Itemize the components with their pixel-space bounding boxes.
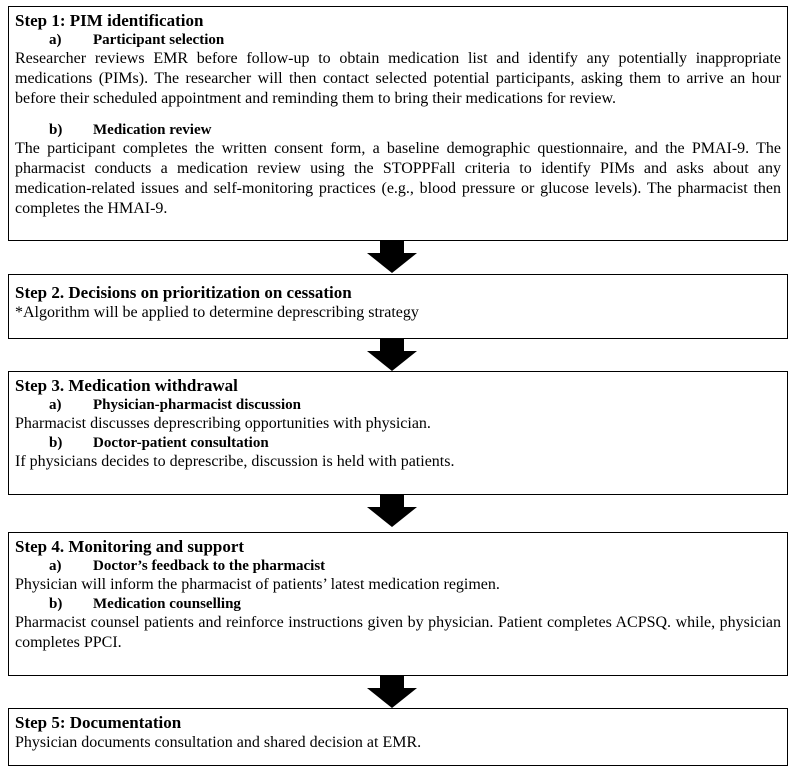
step-3b-text: If physicians decides to deprescribe, di… (15, 453, 455, 470)
down-arrow-icon (367, 339, 417, 371)
step-3a-heading-text: Physician-pharmacist discussion (93, 397, 301, 413)
step-2-title: Step 2. Decisions on prioritization on c… (15, 283, 352, 302)
step-3a-letter: a) (49, 397, 62, 413)
step-1b-text: The participant completes the written co… (15, 140, 781, 217)
step-3-box: Step 3. Medication withdrawal a) Physici… (8, 371, 788, 495)
step-1a-heading: a) Participant selection (15, 31, 781, 49)
step-1a-heading-text: Participant selection (93, 32, 225, 48)
step-5-text: Physician documents consultation and sha… (15, 734, 422, 751)
step-3b-letter: b) (49, 435, 63, 451)
step-1b-heading-text: Medication review (93, 122, 212, 138)
step-4b-letter: b) (49, 596, 63, 612)
step-5-box: Step 5: Documentation Physician document… (8, 708, 788, 766)
step-1-title: Step 1: PIM identification (15, 11, 204, 30)
step-4b-heading-text: Medication counselling (93, 596, 241, 612)
down-arrow-icon (367, 241, 417, 273)
step-3-title: Step 3. Medication withdrawal (15, 376, 238, 395)
down-arrow-icon (367, 676, 417, 708)
step-4a-heading-text: Doctor’s feedback to the pharmacist (93, 558, 326, 574)
step-1b-letter: b) (49, 122, 63, 138)
step-3a-text: Pharmacist discusses deprescribing oppor… (15, 415, 431, 432)
step-2-box: Step 2. Decisions on prioritization on c… (8, 274, 788, 339)
step-5-title: Step 5: Documentation (15, 713, 182, 732)
spacer (15, 109, 781, 121)
step-1-box: Step 1: PIM identification a) Participan… (8, 6, 788, 241)
step-1a-letter: a) (49, 32, 62, 48)
step-4-title: Step 4. Monitoring and support (15, 537, 245, 556)
step-4b-text: Pharmacist counsel patients and reinforc… (15, 614, 781, 651)
step-3a-heading: a) Physician-pharmacist discussion (15, 396, 781, 414)
step-4-box: Step 4. Monitoring and support a) Doctor… (8, 532, 788, 676)
step-1b-heading: b) Medication review (15, 121, 781, 139)
down-arrow-icon (367, 495, 417, 527)
step-2-text: *Algorithm will be applied to determine … (15, 304, 419, 321)
step-4a-letter: a) (49, 558, 62, 574)
step-4b-heading: b) Medication counselling (15, 595, 781, 613)
step-4a-text: Physician will inform the pharmacist of … (15, 576, 500, 593)
step-1a-text: Researcher reviews EMR before follow-up … (15, 50, 781, 107)
step-3b-heading-text: Doctor-patient consultation (93, 435, 269, 451)
step-4a-heading: a) Doctor’s feedback to the pharmacist (15, 557, 781, 575)
step-3b-heading: b) Doctor-patient consultation (15, 434, 781, 452)
